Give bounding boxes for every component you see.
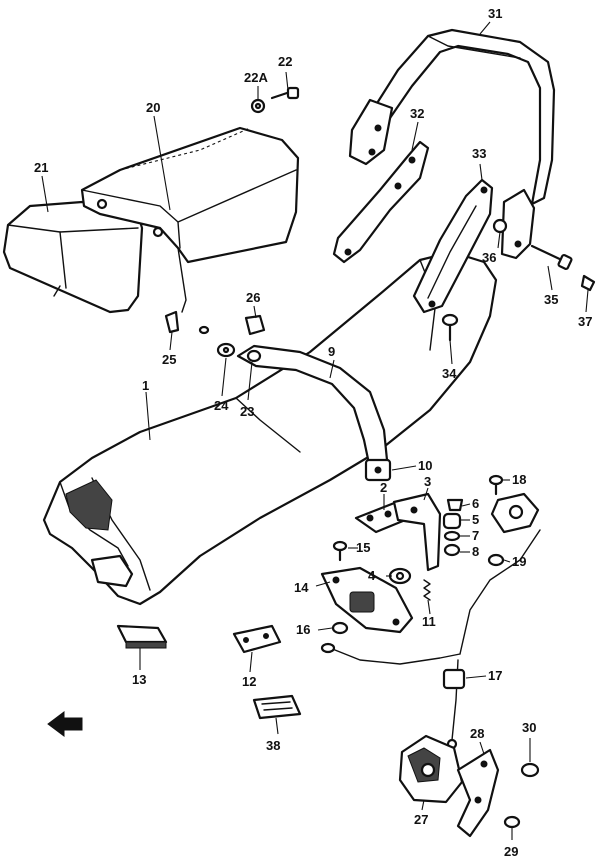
- bolt-23: [246, 349, 262, 363]
- screw-18: [488, 474, 504, 496]
- bolt-small-left: [198, 325, 210, 335]
- callout-10: 10: [418, 458, 432, 473]
- plate-12: [232, 624, 282, 654]
- bolt-22: [270, 86, 300, 100]
- leader-lines: [41, 21, 589, 840]
- callout-2: 2: [380, 480, 387, 495]
- callout-22a: 22A: [244, 70, 268, 85]
- spring-11: [423, 579, 431, 601]
- callout-21: 21: [34, 160, 48, 175]
- rail-bracket-32: [332, 140, 430, 264]
- callout-30: 30: [522, 720, 536, 735]
- bolt-29: [503, 815, 521, 829]
- front-direction-arrow-icon: [47, 711, 83, 737]
- seat-lock-27: [398, 734, 464, 804]
- rail-bolt-35: [530, 244, 573, 270]
- callout-24: 24: [214, 398, 229, 413]
- pad-13: [116, 624, 168, 649]
- callout-17: 17: [488, 668, 502, 683]
- nut-19: [487, 553, 505, 567]
- callout-32: 32: [410, 106, 424, 121]
- label-38: [252, 694, 302, 720]
- collar-36: [492, 218, 508, 234]
- lock-base-14: [320, 566, 414, 634]
- callout-34: 34: [442, 366, 457, 381]
- callout-36: 36: [482, 250, 496, 265]
- callout-9: 9: [328, 344, 335, 359]
- grommet-26: [244, 314, 266, 336]
- washer-24: [216, 342, 236, 358]
- callout-20: 20: [146, 100, 160, 115]
- rail-bracket-33: [412, 178, 494, 314]
- cushion-5: [442, 512, 462, 530]
- callout-27: 27: [414, 812, 428, 827]
- spring-6: [446, 498, 464, 512]
- callout-18: 18: [512, 472, 526, 487]
- callout-22: 22: [278, 54, 292, 69]
- callout-28: 28: [470, 726, 484, 741]
- callout-15: 15: [356, 540, 370, 555]
- callout-25: 25: [162, 352, 176, 367]
- nut-16: [331, 621, 349, 635]
- collar-4: [388, 567, 412, 585]
- washer-37: [580, 274, 596, 292]
- bolt-34: [441, 313, 459, 342]
- callout-4: 4: [368, 568, 376, 583]
- callout-12: 12: [242, 674, 256, 689]
- callout-26: 26: [246, 290, 260, 305]
- callout-8: 8: [472, 544, 479, 559]
- cable-holder: [490, 492, 540, 534]
- callout-labels: 1 2 3 4 5 6 7 8 9 10 11 12 13 14 15 16 1…: [34, 6, 592, 859]
- callout-14: 14: [294, 580, 309, 595]
- screw-15: [332, 540, 348, 562]
- callout-33: 33: [472, 146, 486, 161]
- main-seat: [42, 250, 498, 606]
- latch-plate-28: [456, 748, 500, 838]
- callout-13: 13: [132, 672, 146, 687]
- callout-23: 23: [240, 404, 254, 419]
- callout-7: 7: [472, 528, 479, 543]
- callout-19: 19: [512, 554, 526, 569]
- clip-25: [164, 310, 180, 334]
- callout-29: 29: [504, 844, 518, 859]
- callout-11: 11: [422, 614, 436, 629]
- washer-22a: [250, 98, 266, 114]
- callout-3: 3: [424, 474, 431, 489]
- callout-6: 6: [472, 496, 479, 511]
- seat-strap: [236, 344, 392, 482]
- callout-37: 37: [578, 314, 592, 329]
- callout-5: 5: [472, 512, 479, 527]
- lock-bracket-3: [392, 492, 442, 572]
- callout-1: 1: [142, 378, 149, 393]
- callout-16: 16: [296, 622, 310, 637]
- seat-tail-cover: [80, 126, 300, 313]
- grab-rail: [348, 28, 556, 260]
- callout-35: 35: [544, 292, 558, 307]
- callout-31: 31: [488, 6, 502, 21]
- washer-7: [443, 530, 461, 542]
- rear-seat-pad: [2, 200, 144, 314]
- nut-8: [443, 543, 461, 557]
- callout-38: 38: [266, 738, 280, 753]
- bolt-30: [520, 762, 540, 778]
